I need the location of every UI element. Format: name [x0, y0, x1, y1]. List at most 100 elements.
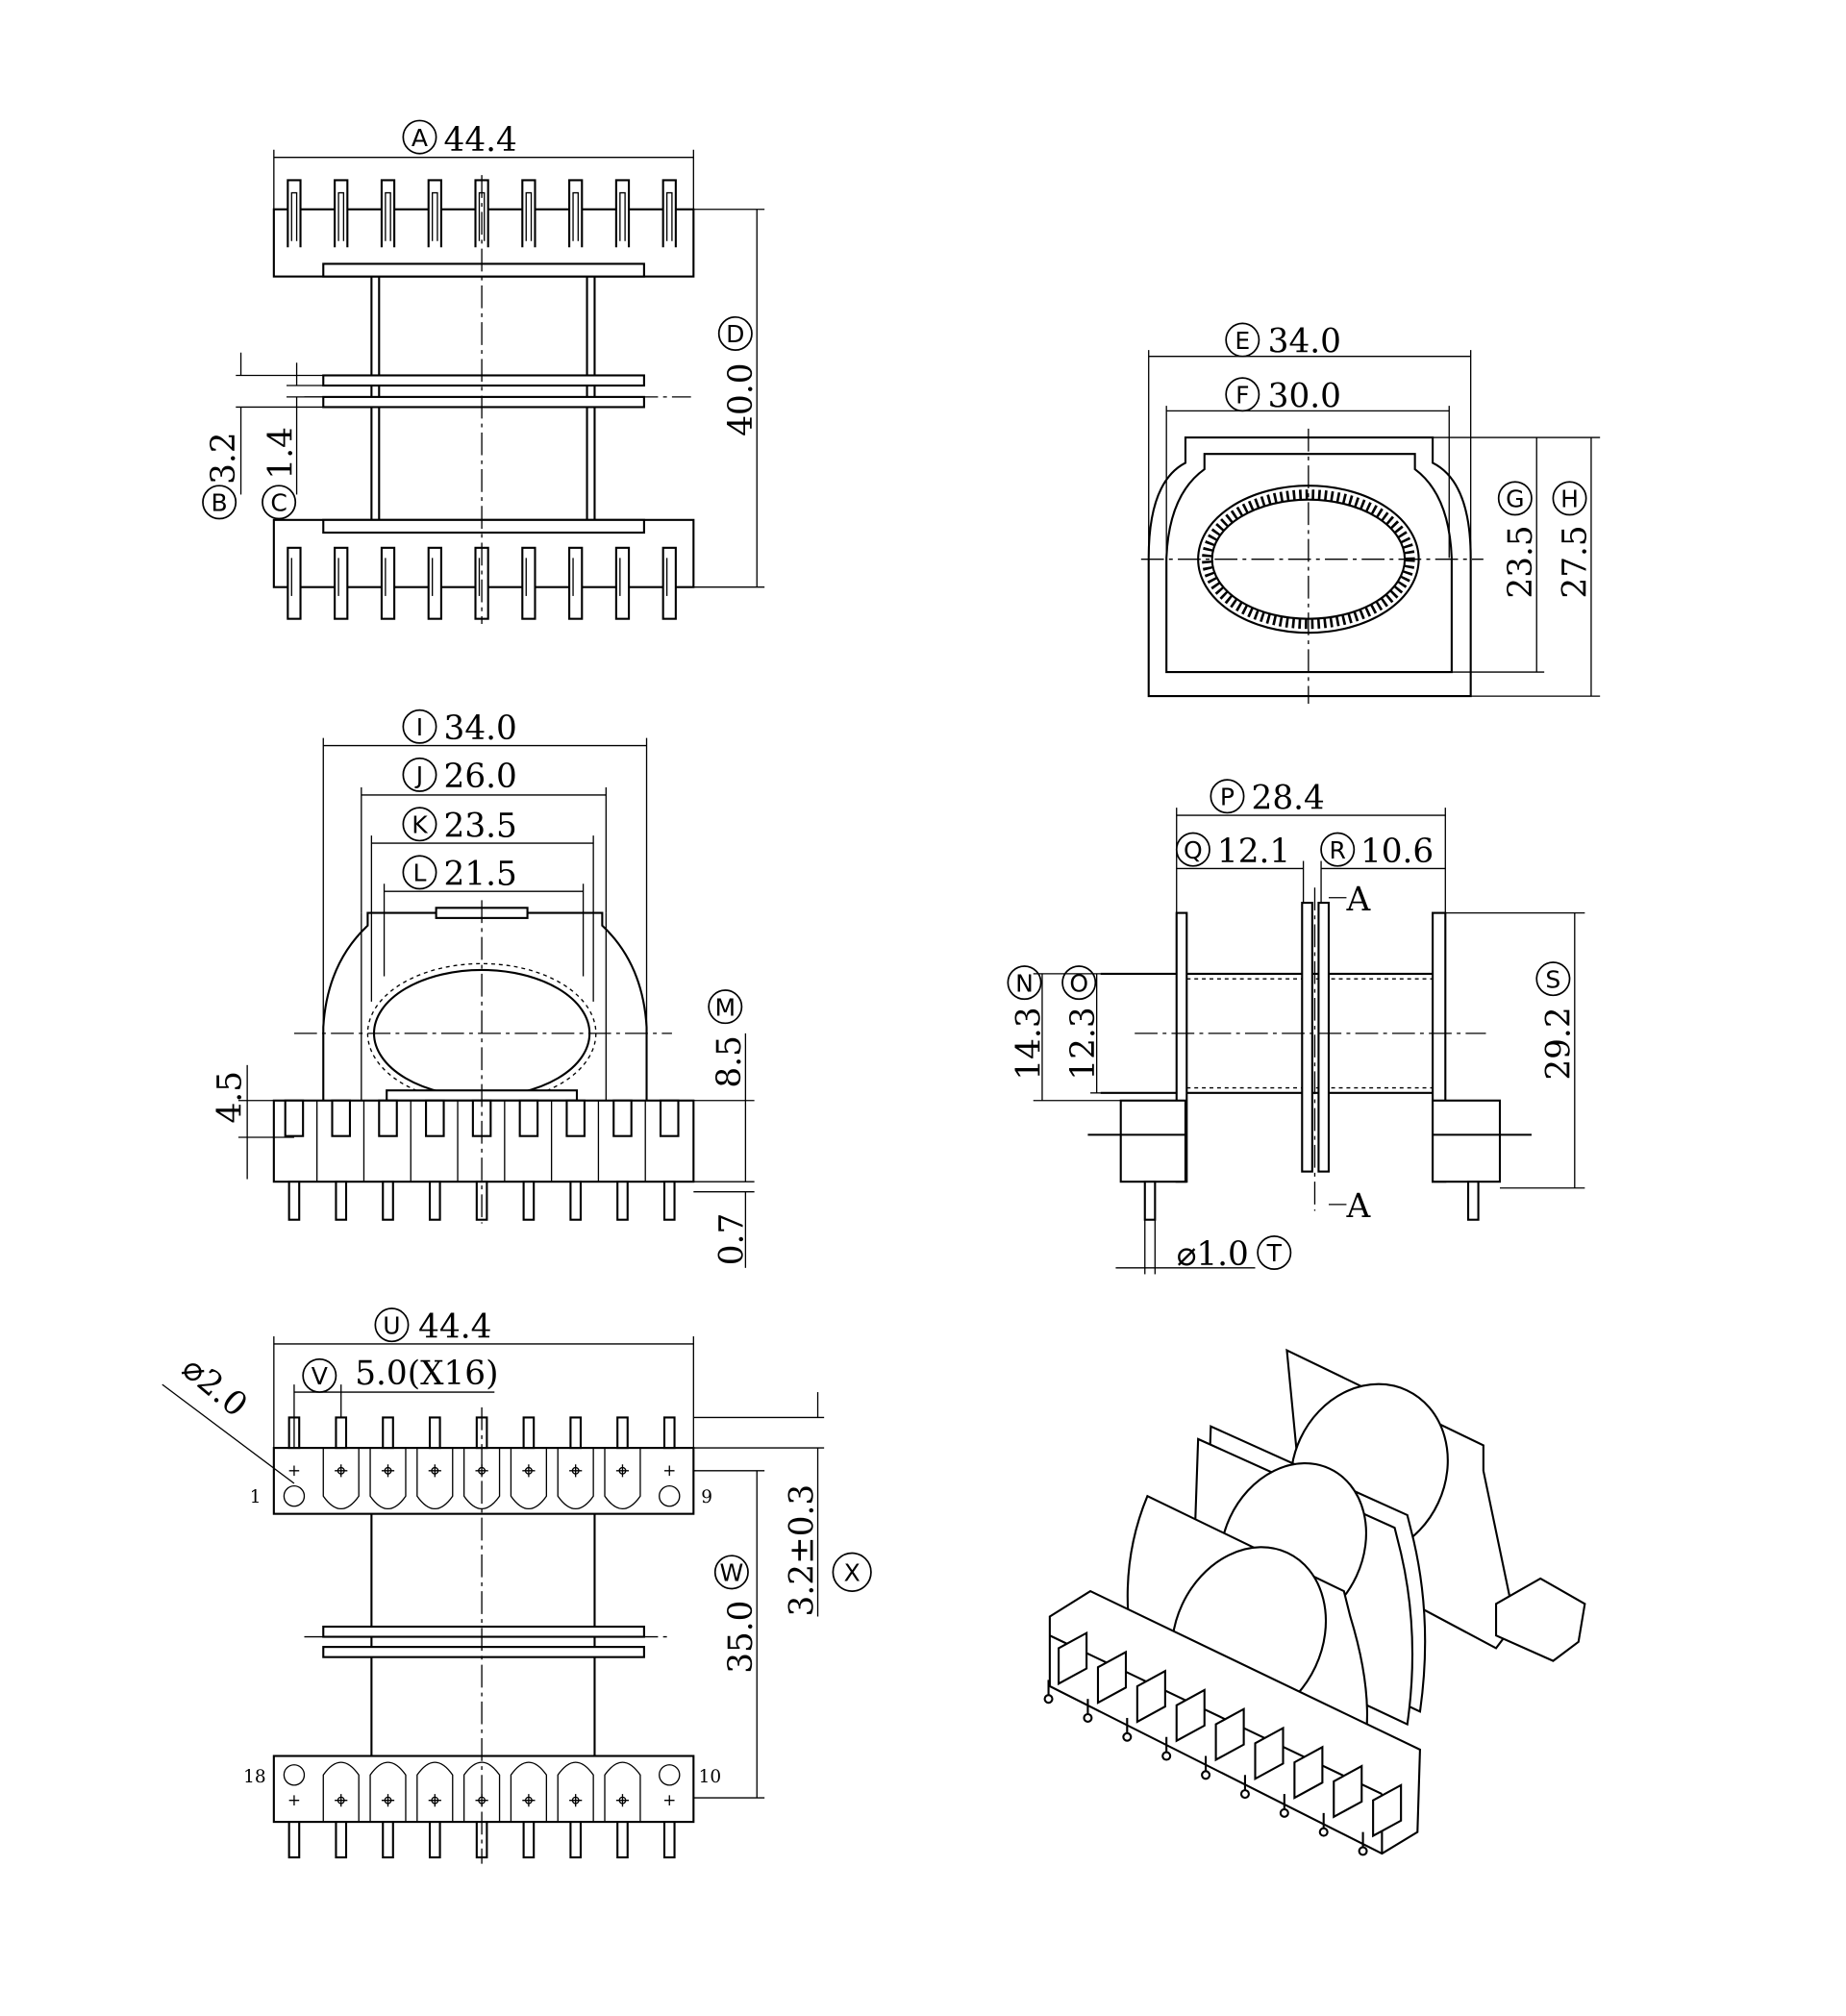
dim-C: C 1.4	[262, 427, 300, 520]
svg-text:X: X	[844, 1559, 861, 1587]
pin-pad	[416, 1761, 454, 1823]
section-mark-bottom: A	[1345, 1187, 1371, 1226]
pin-slot	[525, 191, 533, 241]
pin-pad	[510, 1761, 548, 1823]
pin-pad	[322, 1761, 360, 1823]
pin	[335, 1821, 348, 1859]
svg-text:23.5: 23.5	[1502, 525, 1540, 598]
pin-cavity	[659, 1099, 680, 1137]
pin	[380, 179, 396, 248]
dim-W: W 35.0	[713, 1555, 761, 1674]
pin-mark	[335, 1464, 348, 1478]
pin-mark	[569, 1464, 583, 1478]
pin-cavity	[1175, 1688, 1206, 1743]
dim-hole-diameter: ⌀2.0	[174, 1349, 254, 1425]
pin	[569, 1821, 583, 1859]
pin	[382, 1416, 394, 1450]
pin	[334, 179, 349, 248]
pin	[382, 1821, 394, 1859]
pin-pad	[369, 1448, 407, 1510]
pin	[427, 546, 442, 620]
pin-label-9: 9	[701, 1487, 712, 1507]
pin-slot	[337, 191, 345, 241]
svg-text:34.0: 34.0	[444, 709, 517, 748]
pin-pad	[462, 1761, 501, 1823]
pin-cavity	[1293, 1745, 1324, 1800]
pin-pad	[557, 1448, 594, 1510]
end-view: E 34.0 F 30.0 G 23.5 H 27.5	[1140, 322, 1601, 705]
pin	[382, 1181, 394, 1221]
pin-cavity	[378, 1099, 398, 1137]
svg-text:A: A	[412, 124, 428, 152]
dim-H: H 27.5	[1552, 481, 1595, 599]
mounting-hole	[659, 1764, 681, 1786]
pin-pad	[604, 1448, 641, 1510]
pin	[522, 1181, 536, 1221]
pin-mark	[522, 1794, 536, 1807]
dim-pin-offset: 0.7	[713, 1213, 752, 1266]
pin-cavity	[612, 1099, 633, 1137]
pin-cavity	[425, 1099, 445, 1137]
pin-slot	[290, 191, 298, 241]
pin	[569, 1181, 583, 1221]
svg-text:P: P	[1220, 784, 1235, 811]
pin-cavity	[1096, 1650, 1128, 1705]
svg-text:⌀1.0: ⌀1.0	[1177, 1235, 1249, 1274]
svg-text:G: G	[1506, 485, 1524, 513]
pin	[569, 1416, 583, 1450]
svg-text:F: F	[1235, 381, 1249, 409]
pin-cavity	[565, 1099, 586, 1137]
pin-cavity	[331, 1099, 352, 1137]
pin	[616, 1821, 629, 1859]
pin	[616, 1416, 629, 1450]
pin-label-10: 10	[699, 1767, 721, 1787]
pin	[335, 1416, 348, 1450]
pin	[427, 179, 442, 248]
pin-mark	[381, 1794, 395, 1807]
pin-label-1: 1	[250, 1487, 262, 1507]
dim-E: E 34.0	[1225, 322, 1341, 361]
pin-pad	[322, 1448, 360, 1510]
pin-pad	[510, 1448, 548, 1510]
pin-cavity	[284, 1099, 305, 1137]
pin	[287, 179, 302, 248]
dim-B: B 3.2	[202, 432, 243, 520]
svg-text:29.2: 29.2	[1540, 1007, 1579, 1080]
dim-P: P 28.4	[1210, 779, 1325, 817]
svg-text:10.6: 10.6	[1360, 833, 1434, 871]
pin	[522, 1821, 536, 1859]
pin	[522, 1416, 536, 1450]
pin	[661, 179, 677, 248]
pin	[334, 546, 349, 620]
svg-text:5.0(X16): 5.0(X16)	[355, 1355, 498, 1393]
pin-slot	[572, 191, 579, 241]
pin	[662, 1416, 676, 1450]
pin-slot	[385, 191, 391, 241]
svg-text:35.0: 35.0	[722, 1601, 761, 1674]
pin	[428, 1416, 441, 1450]
svg-text:B: B	[212, 489, 228, 517]
pin-mark	[288, 1465, 300, 1477]
pin-mark	[381, 1464, 395, 1478]
dim-F: F 30.0	[1225, 377, 1341, 415]
pin-cavity	[1333, 1764, 1363, 1819]
svg-text:Q: Q	[1184, 836, 1203, 864]
svg-text:W: W	[719, 1559, 743, 1587]
svg-text:28.4: 28.4	[1252, 779, 1325, 817]
svg-text:O: O	[1069, 969, 1088, 997]
pin-cavity	[518, 1099, 539, 1137]
pin-mark	[615, 1464, 630, 1478]
pin-pad	[416, 1448, 454, 1510]
pin-pad	[604, 1761, 641, 1823]
svg-text:U: U	[383, 1311, 400, 1339]
svg-text:S: S	[1545, 965, 1560, 993]
